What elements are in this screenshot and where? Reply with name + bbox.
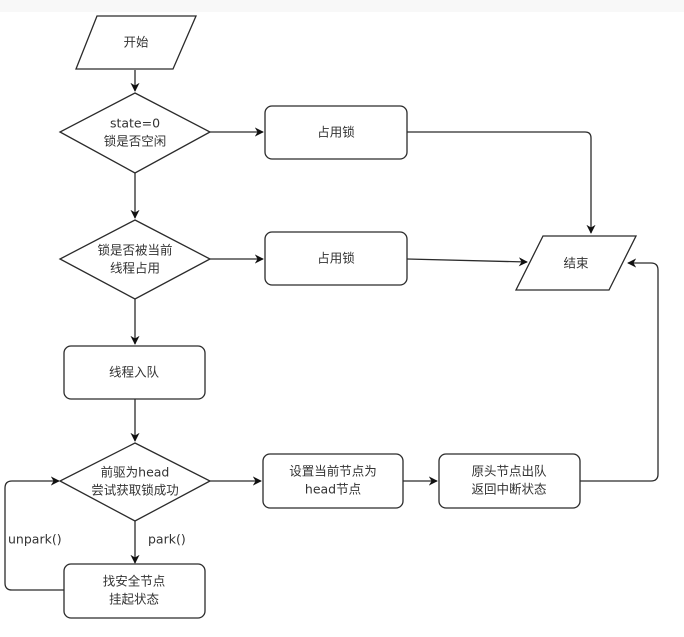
edge-label-unpark: unpark() <box>8 532 62 547</box>
node-check-owner-label-1: 锁是否被当前 <box>97 243 172 258</box>
node-occupy2[interactable]: 占用锁 <box>264 231 408 286</box>
edges <box>4 70 659 591</box>
node-set-head[interactable]: 设置当前节点为 head节点 <box>262 453 404 509</box>
node-enqueue[interactable]: 线程入队 <box>63 345 206 400</box>
node-enqueue-label: 线程入队 <box>109 365 160 380</box>
edge-occupy1-to-end <box>407 131 596 234</box>
node-dequeue-label-2: 返回中断状态 <box>471 482 546 497</box>
node-occupy1-label: 占用锁 <box>317 125 355 140</box>
node-check-head-label-2: 尝试获取锁成功 <box>91 483 179 498</box>
node-check-free-label-1: state=0 <box>110 116 160 131</box>
edge-label-park: park() <box>148 532 186 547</box>
edge-dequeue-to-end <box>580 258 659 482</box>
node-end-label: 结束 <box>563 256 589 271</box>
node-occupy1[interactable]: 占用锁 <box>264 105 408 160</box>
node-dequeue[interactable]: 原头节点出队 返回中断状态 <box>438 453 581 509</box>
node-end[interactable]: 结束 <box>514 235 638 291</box>
node-check-owner[interactable]: 锁是否被当前 线程占用 <box>58 219 212 300</box>
node-check-free-label-2: 锁是否空闲 <box>104 134 167 149</box>
node-set-head-label-1: 设置当前节点为 <box>289 464 377 479</box>
node-check-owner-label-2: 线程占用 <box>110 261 160 276</box>
top-bar <box>0 0 684 12</box>
edge-occupy2-to-end <box>406 257 528 267</box>
node-check-head[interactable]: 前驱为head 尝试获取锁成功 <box>58 442 212 522</box>
node-occupy2-label: 占用锁 <box>317 251 355 266</box>
node-start-label: 开始 <box>123 35 149 50</box>
node-start[interactable]: 开始 <box>75 15 197 70</box>
node-set-head-label-2: head节点 <box>305 482 361 497</box>
node-dequeue-label-1: 原头节点出队 <box>471 464 547 479</box>
edge-park-to-check-head <box>4 476 64 591</box>
node-park-label-2: 挂起状态 <box>109 592 159 607</box>
node-park[interactable]: 找安全节点 挂起状态 <box>63 563 206 619</box>
node-park-label-1: 找安全节点 <box>103 574 166 589</box>
node-check-free[interactable]: state=0 锁是否空闲 <box>58 92 212 174</box>
node-check-head-label-1: 前驱为head <box>101 465 170 480</box>
